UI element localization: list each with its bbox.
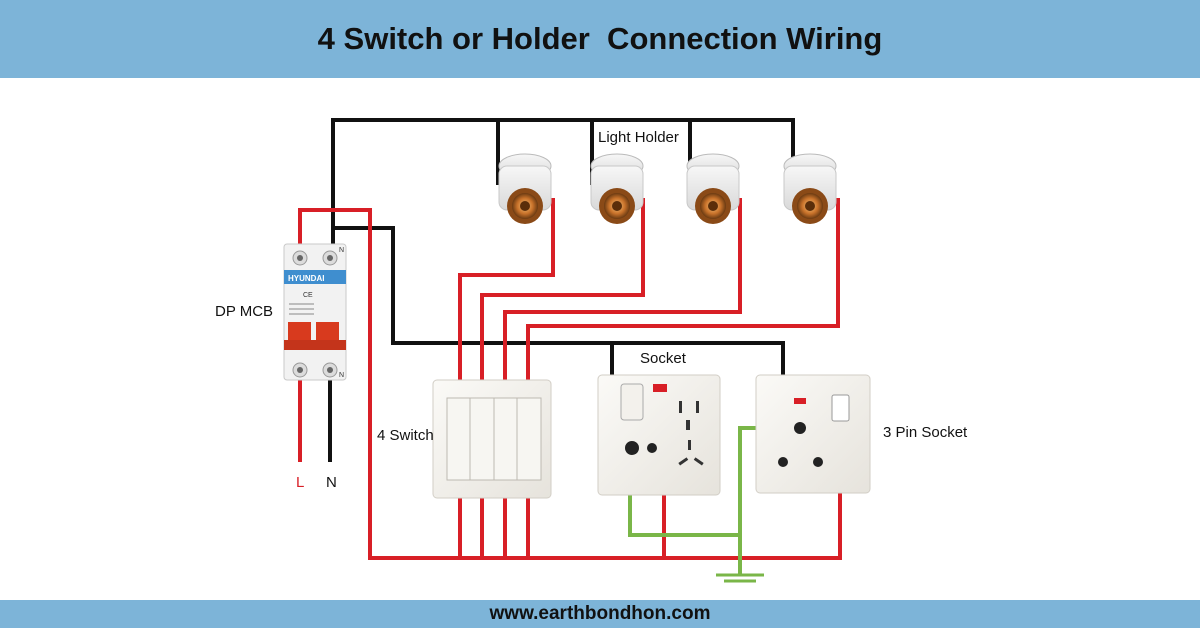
universal-socket [597, 374, 721, 496]
page-title: 4 Switch or Holder Connection Wiring [317, 21, 883, 56]
light-holder-1 [498, 153, 552, 224]
light-holder-3 [686, 153, 740, 224]
label-neutral: N [326, 474, 337, 491]
label-dp-mcb: DP MCB [215, 303, 273, 320]
label-4-switch: 4 Switch [377, 427, 434, 444]
title-banner: 4 Switch or Holder Connection Wiring [0, 0, 1200, 78]
live-mcb-feed [298, 208, 842, 560]
four-gang-switch [432, 379, 552, 499]
website-url: www.earthbondhon.com [489, 603, 711, 624]
light-holder-4 [783, 153, 837, 224]
wiring-diagram: N HYUNDAI CE N [215, 118, 968, 583]
label-light-holder: Light Holder [598, 129, 679, 146]
neutral-main-bus [331, 118, 795, 250]
mcb-brand: HYUNDAI [288, 274, 324, 283]
mcb-bottom-terminal-n: N [339, 372, 344, 379]
earth-ground-symbol [716, 573, 764, 583]
dp-mcb: N HYUNDAI CE N [283, 243, 347, 381]
three-pin-socket [755, 374, 871, 494]
footer-banner: www.earthbondhon.com [0, 600, 1200, 628]
neutral-socket-feed [333, 226, 785, 433]
label-3-pin-socket: 3 Pin Socket [883, 424, 968, 441]
mcb-ce-mark: CE [303, 292, 313, 299]
label-socket: Socket [640, 350, 687, 367]
label-live: L [296, 474, 304, 491]
light-holder-2 [590, 153, 644, 224]
mcb-top-terminal-n: N [339, 247, 344, 254]
